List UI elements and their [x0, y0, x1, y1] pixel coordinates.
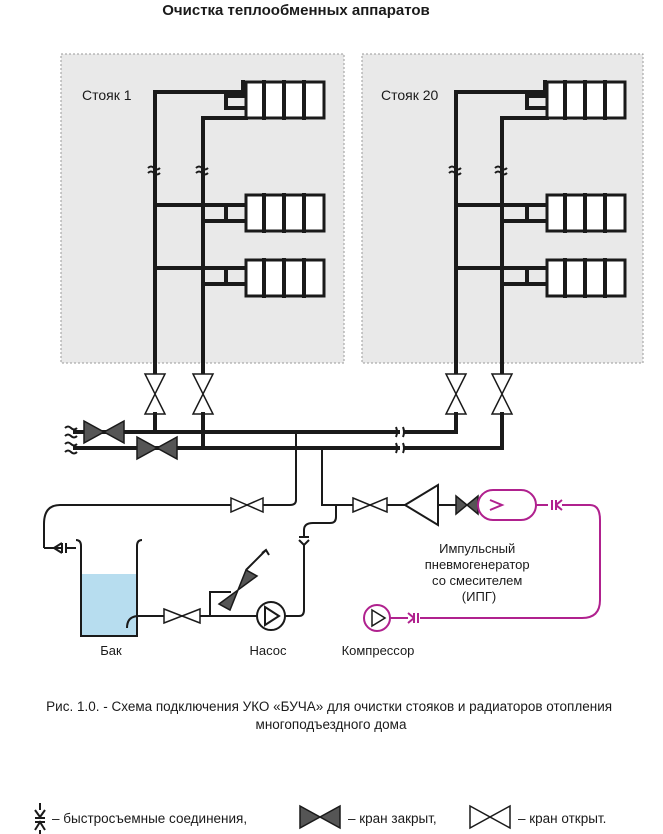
legend-quick-connect-text: – быстросъемные соединения, [52, 811, 247, 826]
main-lines [64, 412, 504, 455]
ipg-inlet-valve-closed[interactable] [455, 494, 479, 516]
legend-valve-open-icon [469, 804, 511, 830]
compressor[interactable] [363, 604, 391, 632]
tank [75, 539, 143, 637]
compressor-label: Компрессор [342, 643, 415, 658]
legend-valve-open-text: – кран открыт. [518, 811, 606, 826]
pump-label: Насос [250, 643, 287, 658]
riser-20-valve-a[interactable] [444, 373, 468, 415]
riser-1-radiator-middle [244, 193, 326, 233]
air-receiver[interactable] [477, 489, 537, 521]
riser-20-valve-b[interactable] [490, 373, 514, 415]
riser-1-radiator-top [244, 80, 326, 120]
tank-label: Бак [100, 643, 122, 658]
riser-20-radiator-top [545, 80, 627, 120]
riser-20-radiator-middle [545, 193, 627, 233]
riser-1-label: Стояк 1 [82, 87, 132, 103]
riser-20-radiator-bottom [545, 258, 627, 298]
pump-suction-line [126, 615, 258, 629]
riser-20-label: Стояк 20 [381, 87, 439, 103]
legend-quick-connect-icon [34, 803, 46, 834]
diagram-title: Очистка теплообменных аппаратов [162, 2, 430, 19]
drain-valve-open[interactable] [230, 496, 264, 514]
riser-1-radiator-bottom [244, 258, 326, 298]
pump-discharge-line [285, 505, 337, 617]
riser-1-valve-b[interactable] [191, 373, 215, 415]
bypass-valve-closed[interactable] [217, 568, 259, 612]
ipg-outlet-valve-open[interactable] [352, 496, 388, 514]
ipg-label: Импульсный пневмогенератор со смесителем… [425, 541, 534, 604]
riser-1-piping [147, 80, 248, 380]
pump[interactable] [256, 601, 286, 631]
bypass-line [209, 591, 231, 616]
figure-caption: Рис. 1.0. - Схема подключения УКО «БУЧА»… [46, 699, 616, 732]
air-line [390, 499, 601, 624]
tank-quick-connect [44, 542, 76, 554]
ipg-generator[interactable] [403, 483, 456, 527]
pump-inlet-valve-open[interactable] [163, 607, 201, 625]
legend-valve-closed-text: – кран закрыт, [348, 811, 437, 826]
legend-valve-closed-icon [299, 804, 341, 830]
main-valve-closed-upper[interactable] [83, 419, 125, 445]
riser-20-piping [448, 80, 549, 380]
bypass-outlet [245, 548, 270, 571]
main-valve-closed-lower[interactable] [136, 435, 178, 461]
riser-1-valve-a[interactable] [143, 373, 167, 415]
